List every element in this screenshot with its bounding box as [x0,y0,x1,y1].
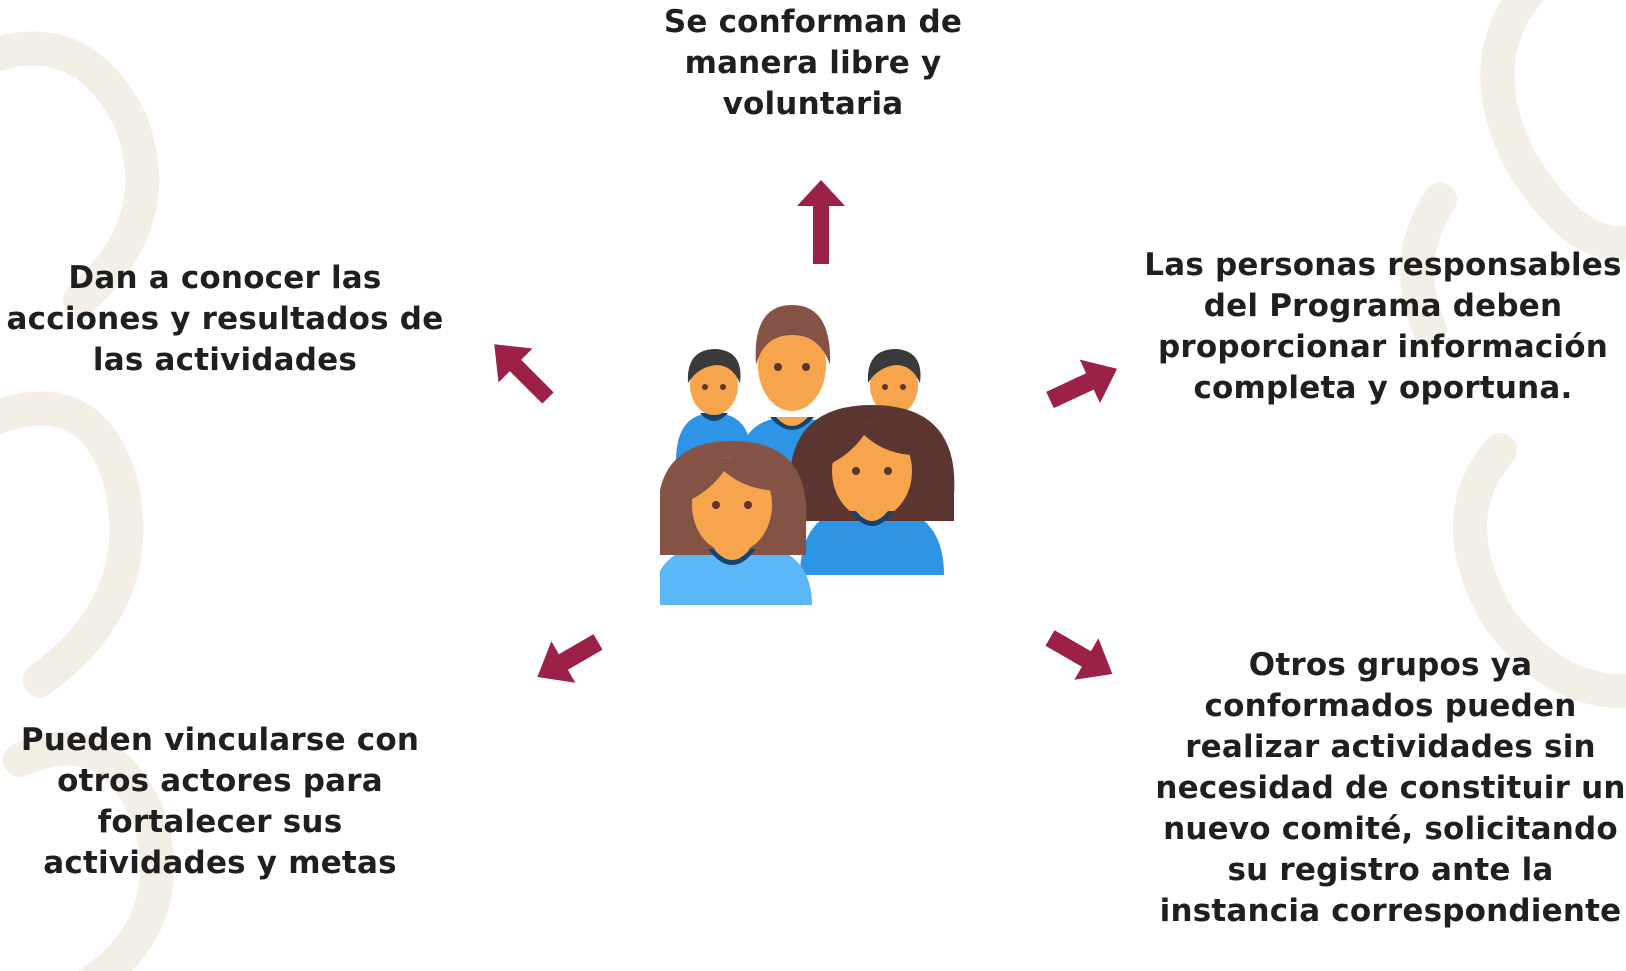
node-top-text: Se conforman de manera libre y voluntari… [663,4,963,122]
node-right-text: Las personas responsables del Programa d… [1144,247,1622,406]
node-bottom-left-text: Pueden vincularse con otros actores para… [20,722,420,881]
person-woman-right [789,405,955,575]
node-left-text: Dan a conocer las acciones y resultados … [6,260,444,378]
person-woman-front [660,441,812,605]
node-bottom-right-text: Otros grupos ya conformados pueden reali… [1155,647,1626,929]
people-group-icon [660,305,955,605]
